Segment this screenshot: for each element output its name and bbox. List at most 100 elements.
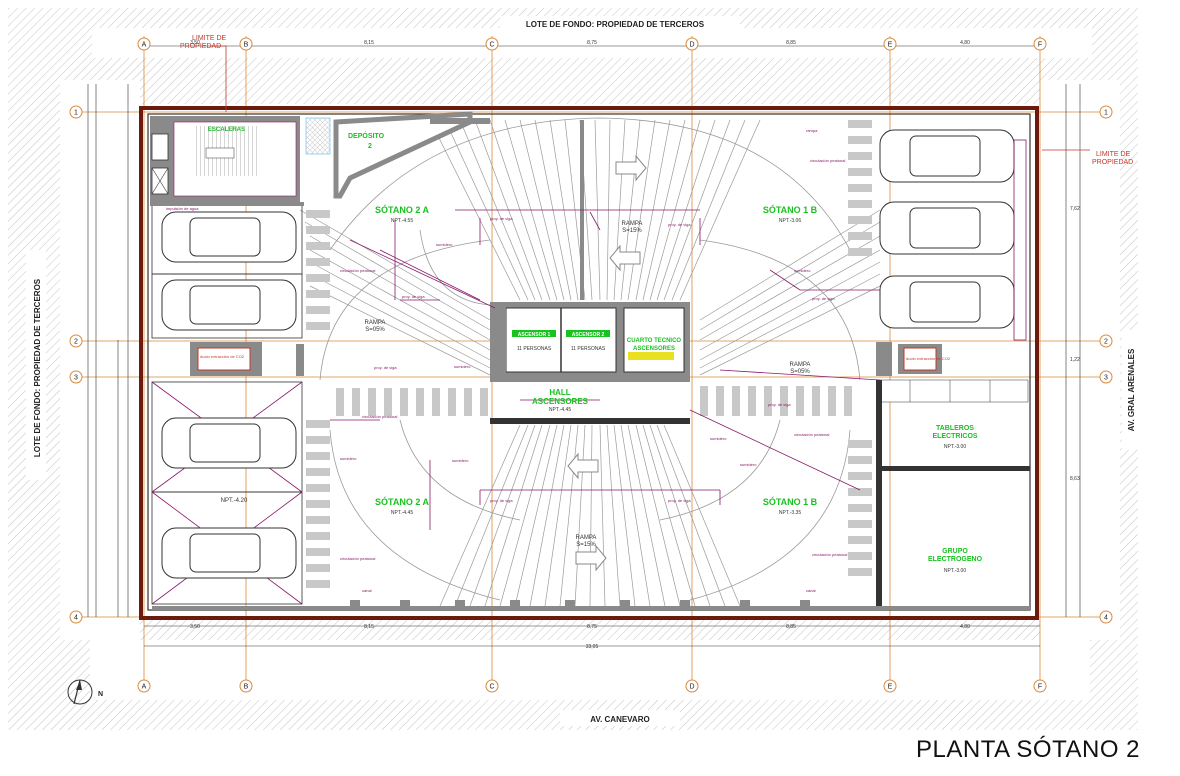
axis-a-bottom-label: A [142, 684, 147, 691]
electrical-panels-npt: NPT.-3.00 [944, 444, 966, 450]
dim-right-2: 1,22 [1070, 357, 1080, 363]
gutter-note-2: canal [806, 588, 816, 593]
axis-c-bottom-circle [485, 679, 499, 693]
sotano-2a-bottom-label: SÓTANO 2 A [375, 496, 430, 507]
deposit-number: 2 [368, 143, 372, 150]
beam-note-6: proy. de viga [768, 402, 791, 407]
sotano-2a-top-npt: NPT.-4.55 [391, 218, 413, 224]
axis-3-left-circle [69, 370, 83, 384]
axis-1-right-label: 1 [1104, 110, 1108, 117]
dim-bottom-4: 8,85 [786, 624, 796, 630]
electrical-panels-label-2: ELECTRICOS [932, 433, 977, 440]
dim-top-1: 3,50 [190, 40, 200, 46]
hall-npt: NPT.-4.45 [549, 407, 571, 413]
limit-right-line1: LIMITE DE [1096, 151, 1131, 158]
axis-1-right-circle [1099, 105, 1113, 119]
right-rooms [876, 139, 1030, 606]
axis-d-top-label: D [689, 42, 694, 49]
duct-right-note: ducto extracción de CO2 [906, 356, 951, 361]
dim-total: 33,05 [586, 644, 599, 650]
annotation-lines [330, 209, 881, 530]
car-shapes-left [161, 211, 297, 579]
direction-arrows [567, 154, 647, 572]
dim-bottom-3: 8,75 [587, 624, 597, 630]
ramp-3-label: RAMPA [790, 362, 811, 368]
axis-e-bottom-circle [883, 679, 897, 693]
sotano-2a-top-label: SÓTANO 2 A [375, 204, 430, 215]
ramp-4-slope: S=15% [576, 542, 596, 548]
limit-left-line1: LIMITE DE [192, 35, 227, 42]
beam-note-8: proy. de viga [668, 498, 691, 503]
axis-f-top-circle [1033, 37, 1047, 51]
beam-note-4: proy. de viga [812, 296, 835, 301]
drain-note-4: sumidero [710, 436, 727, 441]
axis-c-top-circle [485, 37, 499, 51]
axis-b-bottom-label: B [244, 684, 249, 691]
sotano-2a-bottom-npt: NPT.-4.45 [391, 510, 413, 516]
axis-2-left-label: 2 [74, 339, 78, 346]
dim-top-4: 8,85 [786, 40, 796, 46]
axis-b-top-circle [239, 37, 253, 51]
axis-d-bottom-circle [685, 679, 699, 693]
dim-bottom-1: 3,50 [190, 624, 200, 630]
technical-room-label-2: ASCENSORES [633, 346, 675, 352]
axis-4-right-label: 4 [1104, 615, 1108, 622]
axis-4-left-label: 4 [74, 615, 78, 622]
dim-bottom-5: 4,80 [960, 624, 970, 630]
north-label: N [98, 691, 103, 698]
drawing-title: PLANTA SÓTANO 2 [916, 736, 1141, 763]
top-street-label: LOTE DE FONDO: PROPIEDAD DE TERCEROS [526, 20, 705, 29]
ramp-2-label: RAMPA [365, 320, 386, 326]
axis-2-left-circle [69, 334, 83, 348]
generator-label-2: ELECTROGENO [928, 556, 983, 563]
beam-note-2: proy. de viga [668, 222, 691, 227]
sotano-1b-top-npt: NPT.-3.06 [779, 218, 801, 224]
limit-left-line2: PROPIEDAD [180, 43, 221, 50]
circulation-note-4: circulación peatonal [794, 432, 829, 437]
axis-e-top-label: E [888, 42, 893, 49]
drain-note-2: sumidero [794, 268, 811, 273]
axis-a-top-label: A [142, 42, 147, 49]
generator-label-1: GRUPO [942, 548, 968, 555]
sotano-1b-bottom-npt: NPT.-3.35 [779, 510, 801, 516]
circulation-arcs [319, 117, 861, 601]
axis-d-top-circle [685, 37, 699, 51]
ramp-note: rampa [806, 128, 818, 133]
beam-note-7: proy. de viga [490, 498, 513, 503]
axis-1-left-circle [69, 105, 83, 119]
drain-note-5: sumidero [740, 462, 757, 467]
drain-note-7: sumidero [340, 456, 357, 461]
axis-e-bottom-label: E [888, 684, 893, 691]
axis-3-left-label: 3 [74, 375, 78, 382]
axis-2-right-label: 2 [1104, 339, 1108, 346]
ramp-3-slope: S=05% [790, 369, 810, 375]
dim-right-3: 8,63 [1070, 476, 1080, 482]
stair-block [150, 116, 331, 202]
sotano-1b-top-label: SÓTANO 1 B [763, 204, 818, 215]
axis-1-left-label: 1 [74, 110, 78, 117]
elevator-1-capacity: 11 PERSONAS [517, 346, 552, 352]
dim-top-3: 8,75 [587, 40, 597, 46]
axis-4-right-circle [1099, 610, 1113, 624]
axis-f-bottom-circle [1033, 679, 1047, 693]
dim-top-2: 8,15 [364, 40, 374, 46]
npt-left-label: NPT.-4.20 [221, 498, 248, 504]
elevator-2-label: ASCENSOR 2 [572, 332, 605, 338]
stairs-label: ESCALERAS [208, 127, 245, 133]
dim-top-5: 4,80 [960, 40, 970, 46]
circulation-note-5: circulación peatonal [812, 552, 847, 557]
deposit-room [333, 111, 473, 199]
water-note: impulsión de agua [166, 206, 199, 211]
elevator-1-label: ASCENSOR 1 [518, 332, 551, 338]
hall-label-2: ASCENSORES [532, 397, 589, 406]
parking-right [879, 129, 1015, 329]
bottom-street-label: AV. CANEVARO [590, 715, 649, 724]
duct-left-note: ducto extracción de CO2 [200, 354, 245, 359]
ramp-4-label: RAMPA [576, 535, 597, 541]
axis-b-bottom-circle [239, 679, 253, 693]
beam-note-5: proy. de viga [374, 365, 397, 370]
gutter-note-1: canal [362, 588, 372, 593]
left-street-label: LOTE DE FONDO: PROPIEDAD DE TERCEROS [33, 278, 42, 457]
circulation-note-6: circulación peatonal [340, 556, 375, 561]
